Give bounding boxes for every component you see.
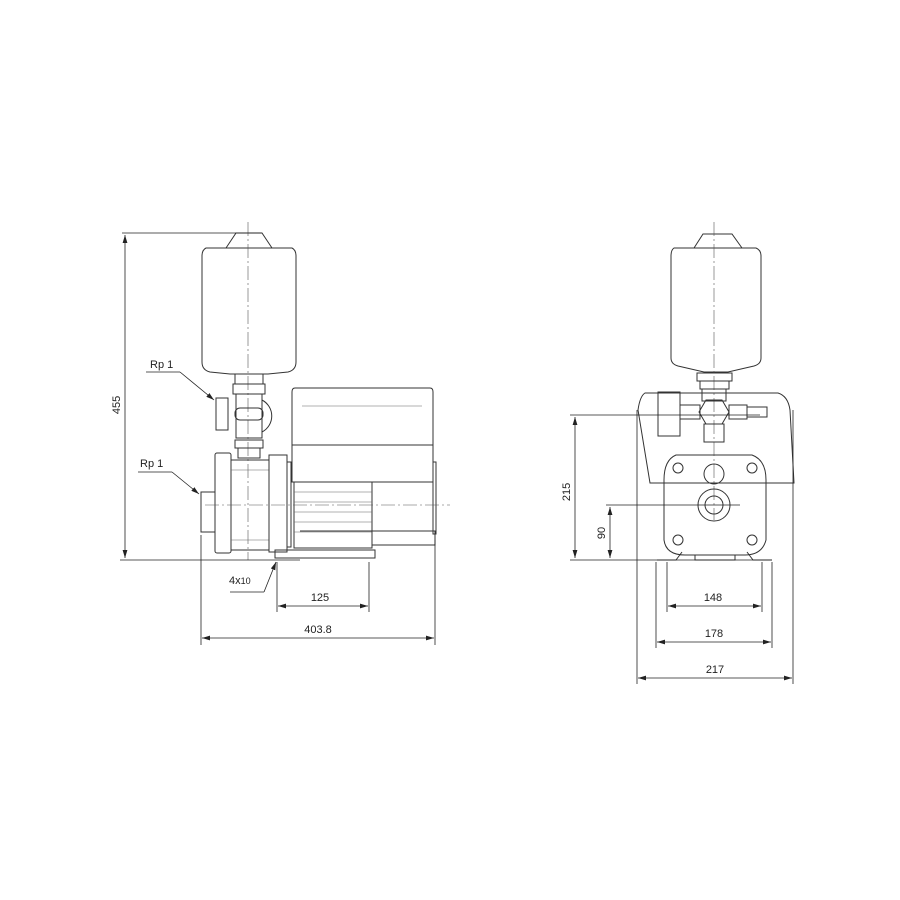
housing-front <box>637 392 795 484</box>
foot-dim-label: 125 <box>311 592 329 604</box>
holes-count: 4x <box>229 575 241 587</box>
valve-assembly-front <box>570 388 768 443</box>
dimensions-side: 455 Rp 1 Rp 1 4x10 125 403.8 <box>111 232 436 645</box>
holes-diameter: 10 <box>241 576 251 586</box>
dimensions-front: 215 90 148 178 217 <box>561 410 794 684</box>
foot-inner-dim-label: 148 <box>704 592 722 604</box>
outlet-height-dim-label: 215 <box>561 483 573 501</box>
side-view: 455 Rp 1 Rp 1 4x10 125 403.8 <box>111 222 450 645</box>
outlet-connection-label: Rp 1 <box>150 359 173 371</box>
motor-side <box>205 387 450 559</box>
mounting-holes-label: 4x10 <box>229 575 251 587</box>
height-dim-label: 455 <box>111 396 123 414</box>
front-view: 215 90 148 178 217 <box>561 222 795 684</box>
inlet-height-dim-label: 90 <box>596 527 608 539</box>
pressure-tank-front <box>670 222 762 520</box>
pump-body-front <box>657 454 772 561</box>
pressure-tank-side <box>201 222 297 560</box>
pump-head-side <box>200 452 292 554</box>
width-dim-label: 217 <box>706 664 724 676</box>
foot-outer-dim-label: 178 <box>705 628 723 640</box>
inlet-connection-label: Rp 1 <box>140 458 163 470</box>
length-dim-label: 403.8 <box>304 624 332 636</box>
valve-assembly-side <box>215 393 273 459</box>
